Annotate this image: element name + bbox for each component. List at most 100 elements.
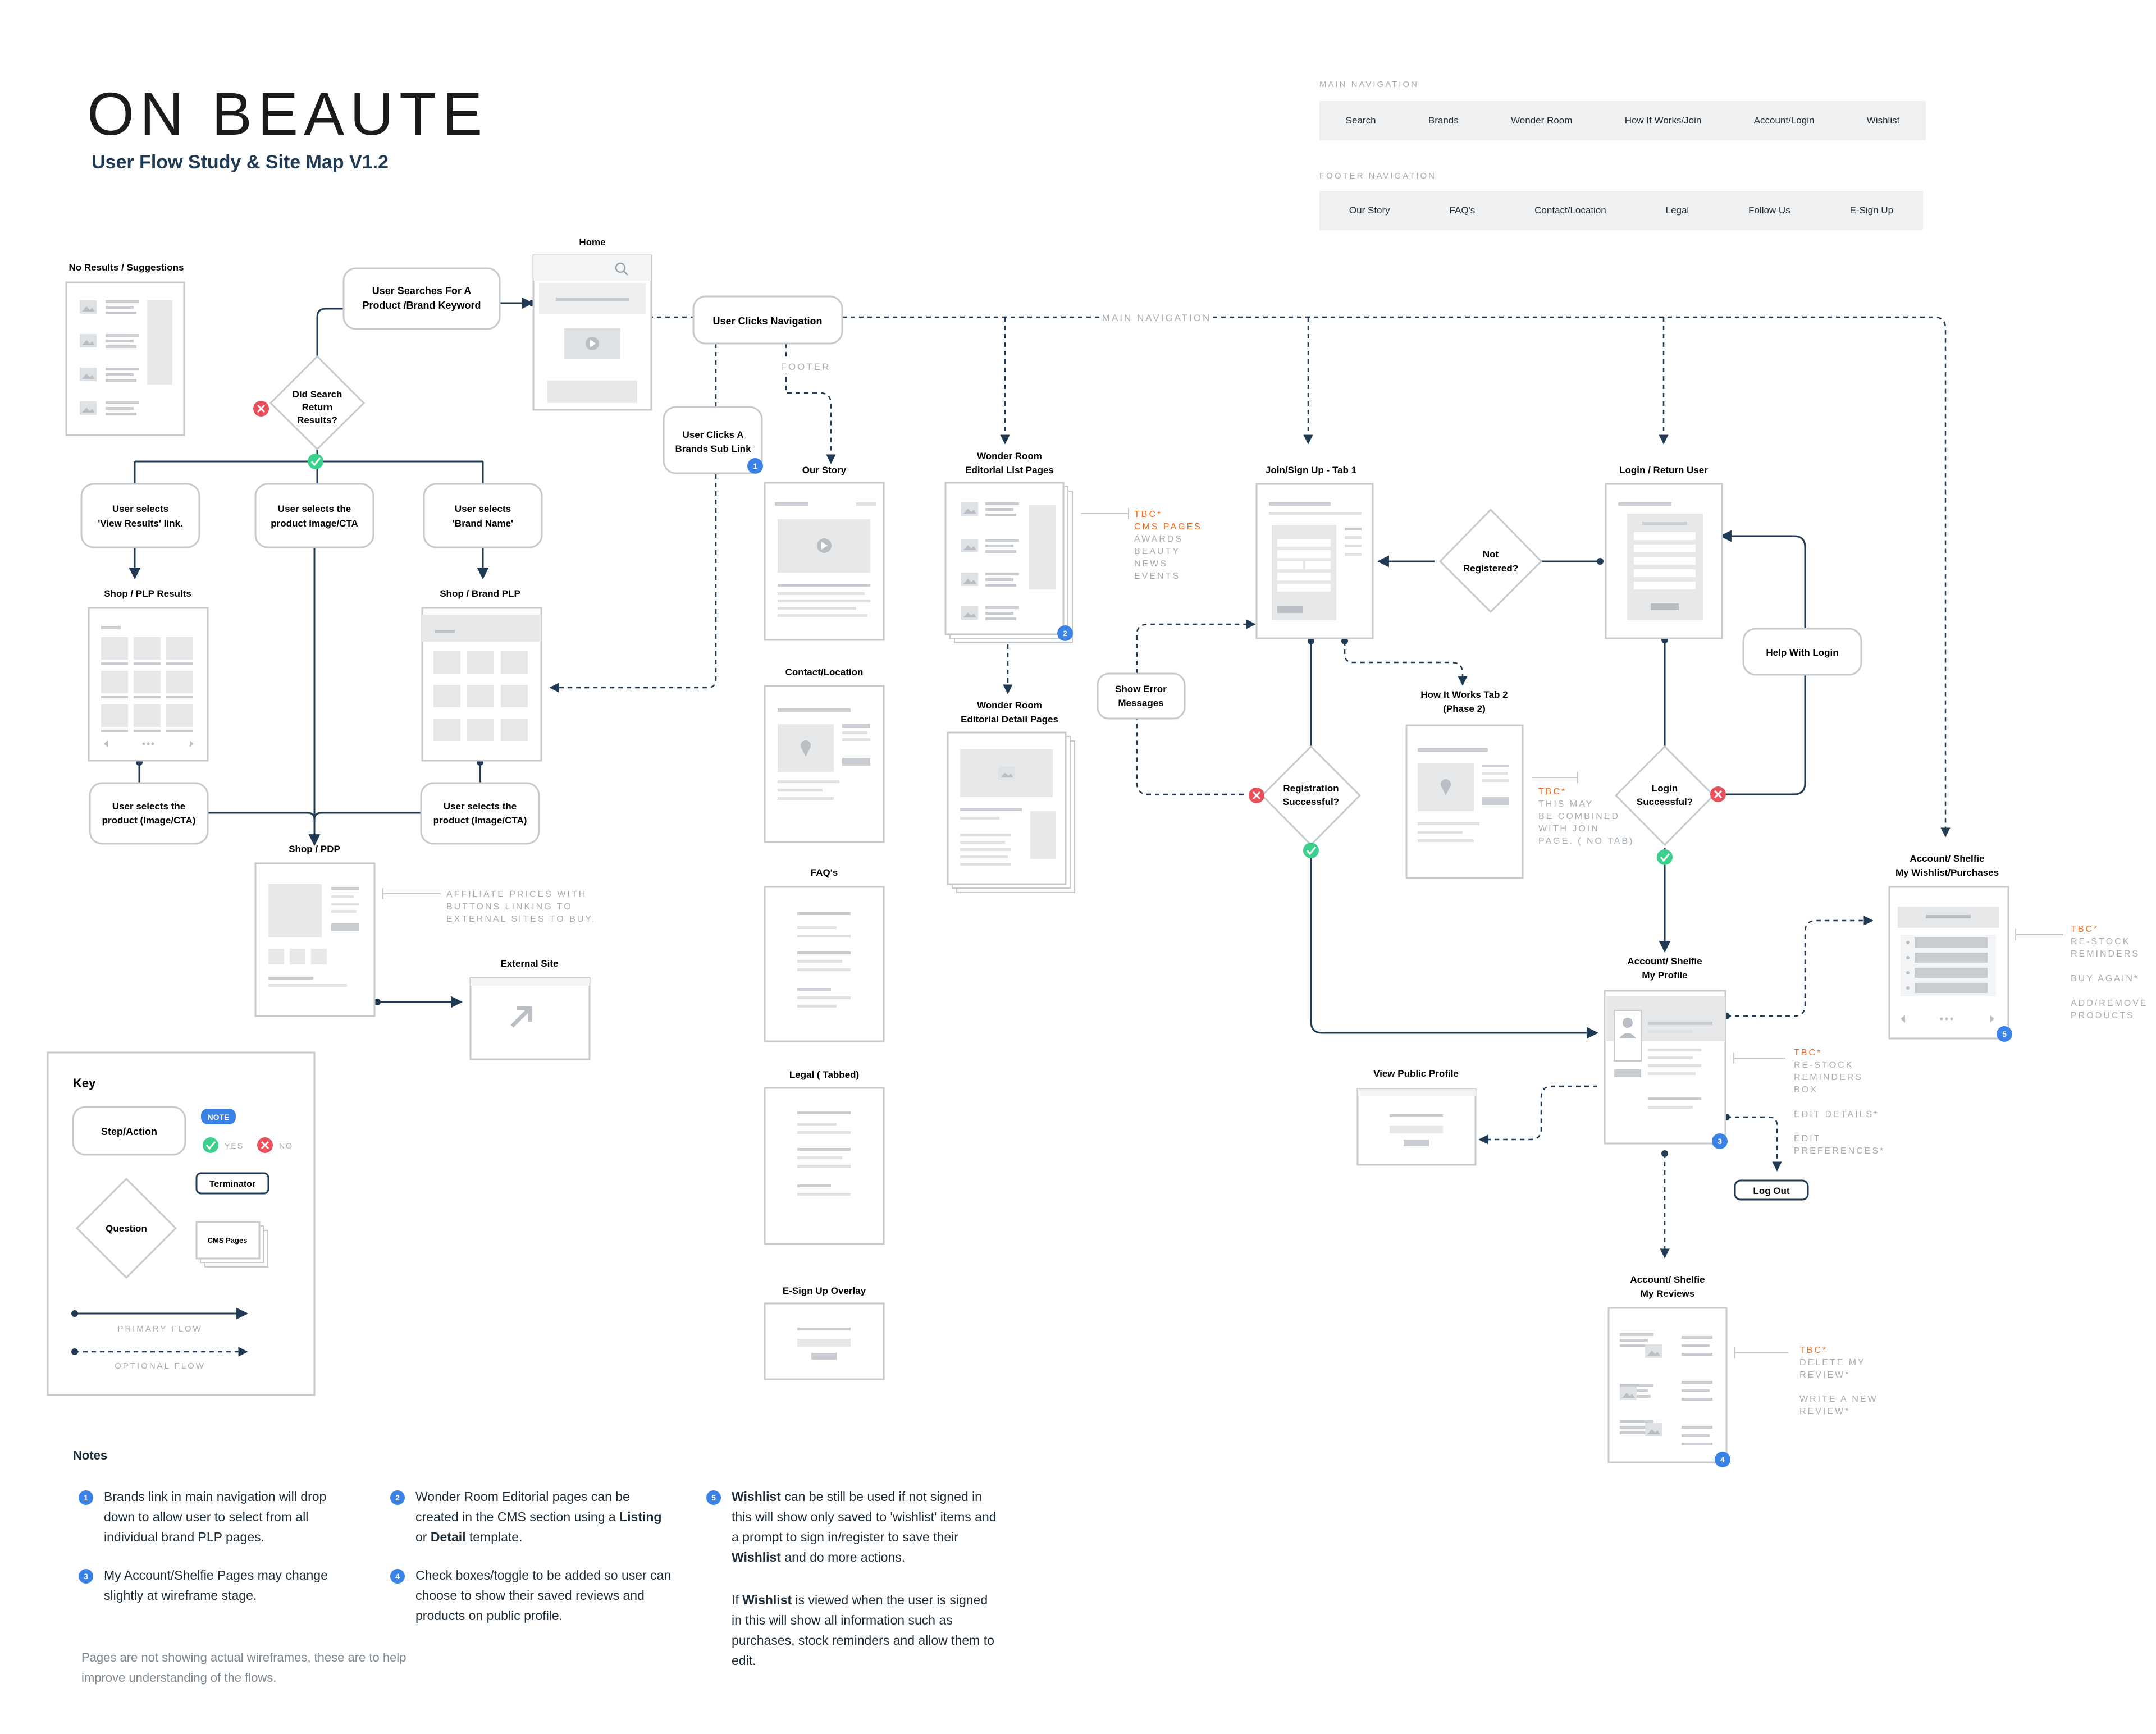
avatar-icon bbox=[1619, 1018, 1636, 1038]
connectors bbox=[129, 297, 1806, 1039]
note-badge: 4 bbox=[390, 1569, 405, 1584]
svg-text:EVENTS: EVENTS bbox=[1134, 571, 1180, 581]
svg-text:Registration: Registration bbox=[1283, 783, 1339, 794]
svg-text:REVIEW*: REVIEW* bbox=[1799, 1370, 1850, 1380]
step-label: User selects the bbox=[444, 801, 517, 812]
svg-text:PRODUCTS: PRODUCTS bbox=[2071, 1011, 2135, 1021]
svg-text:BE COMBINED: BE COMBINED bbox=[1538, 812, 1620, 821]
svg-text:AFFILIATE PRICES WITH: AFFILIATE PRICES WITH bbox=[446, 890, 587, 899]
page-login: Login / Return User bbox=[1605, 465, 1723, 639]
svg-text:RE-STOCK: RE-STOCK bbox=[1794, 1060, 1853, 1070]
key-primary-flow-label: PRIMARY FLOW bbox=[117, 1324, 202, 1334]
step-label: User Clicks A bbox=[683, 429, 744, 440]
step-label: User selects bbox=[455, 504, 511, 514]
flow-label-main-nav: MAIN NAVIGATION bbox=[1102, 313, 1212, 323]
page-label: FAQ's bbox=[811, 867, 838, 878]
svg-text:2: 2 bbox=[1063, 629, 1067, 638]
footnote: Pages are not showing actual wireframes,… bbox=[81, 1650, 406, 1685]
page-shop-brand-plp: Shop / Brand PLP bbox=[421, 588, 542, 762]
page-label: View Public Profile bbox=[1373, 1068, 1459, 1079]
page-wonder-room-detail: Wonder Room Editorial Detail Pages bbox=[947, 700, 1075, 893]
flow-label-footer: FOOTER bbox=[781, 362, 831, 372]
pagination-icon bbox=[104, 740, 194, 747]
question-registration: Registration Successful? bbox=[1260, 745, 1362, 847]
note-badge: 5 bbox=[706, 1490, 721, 1505]
page-how-it-works: How It Works Tab 2 (Phase 2) bbox=[1405, 689, 1524, 879]
step-label: product (Image/CTA) bbox=[102, 815, 196, 826]
step-label: 'Brand Name' bbox=[453, 518, 513, 529]
note-3: My Account/Shelfie Pages may change slig… bbox=[104, 1568, 328, 1603]
page-shop-pdp: Shop / PDP bbox=[254, 844, 376, 1017]
annotation-how-it-works: TBC* THIS MAY BE COMBINED WITH JOIN PAGE… bbox=[1532, 772, 1634, 846]
svg-text:WRITE A NEW: WRITE A NEW bbox=[1799, 1394, 1878, 1404]
question-login: Login Successful? bbox=[1614, 745, 1715, 847]
step-brand-name: User selects 'Brand Name' bbox=[423, 483, 543, 548]
note-2: Wonder Room Editorial pages can be creat… bbox=[415, 1489, 662, 1544]
svg-text:DELETE MY: DELETE MY bbox=[1799, 1358, 1866, 1367]
footer-nav-item: Legal bbox=[1665, 205, 1689, 216]
pagination-icon bbox=[1901, 1015, 1994, 1023]
key-question-label: Question bbox=[106, 1223, 147, 1234]
note-badge: 1 bbox=[79, 1490, 93, 1505]
annotation-wonder-room: TBC* CMS PAGES AWARDS BEAUTY NEWS EVENTS bbox=[1081, 508, 1200, 581]
svg-text:5: 5 bbox=[2002, 1030, 2007, 1038]
svg-text:BEAUTY: BEAUTY bbox=[1134, 547, 1180, 556]
page-esignup: E-Sign Up Overlay bbox=[764, 1285, 885, 1380]
step-label: Product /Brand Keyword bbox=[362, 300, 481, 311]
page-label: Shop / PLP Results bbox=[104, 588, 191, 599]
step-help-login: Help With Login bbox=[1742, 628, 1862, 676]
main-nav-item: Wishlist bbox=[1866, 115, 1900, 126]
svg-text:Successful?: Successful? bbox=[1637, 797, 1693, 807]
terminator-log-out: Log Out bbox=[1734, 1179, 1809, 1201]
yes-icon bbox=[1657, 849, 1673, 865]
step-label: Show Error bbox=[1115, 684, 1167, 694]
svg-text:Return: Return bbox=[302, 402, 333, 413]
step-label: Messages bbox=[1118, 698, 1163, 708]
footer-nav-item: FAQ's bbox=[1449, 205, 1476, 216]
key-panel: Key Step/Action NOTE YES NO Terminator Q… bbox=[47, 1051, 316, 1396]
step-clicks-navigation: User Clicks Navigation bbox=[692, 295, 843, 345]
annotation-wishlist: TBC* RE-STOCK REMINDERS BUY AGAIN* ADD/R… bbox=[2015, 925, 2146, 1021]
svg-text:EDIT: EDIT bbox=[1794, 1134, 1821, 1143]
svg-text:PAGE. ( NO TAB): PAGE. ( NO TAB) bbox=[1538, 836, 1634, 846]
step-label: User selects the bbox=[112, 801, 185, 812]
note-badge: 5 bbox=[1997, 1026, 2012, 1042]
location-pin-icon bbox=[801, 740, 811, 757]
svg-text:AWARDS: AWARDS bbox=[1134, 534, 1183, 544]
no-icon bbox=[1710, 786, 1726, 802]
question-search-results: Did Search Return Results? bbox=[269, 355, 366, 451]
page-my-reviews: Account/ Shelfie My Reviews bbox=[1607, 1274, 1728, 1463]
step-label: Help With Login bbox=[1766, 647, 1838, 658]
main-nav-bar: Search Brands Wonder Room How It Works/J… bbox=[1319, 101, 1926, 140]
step-label: User Searches For A bbox=[372, 285, 471, 296]
note-badge: 3 bbox=[1712, 1133, 1728, 1149]
page-label: Contact/Location bbox=[785, 667, 864, 678]
key-step-label: Step/Action bbox=[101, 1126, 157, 1137]
note-badge: 2 bbox=[390, 1490, 405, 1505]
svg-text:Did Search: Did Search bbox=[293, 389, 342, 400]
page-label: My Wishlist/Purchases bbox=[1895, 867, 1999, 878]
step-label: product (Image/CTA) bbox=[433, 815, 527, 826]
page-label: Shop / PDP bbox=[289, 844, 340, 854]
brand-logo: ON BEAUTE bbox=[87, 80, 488, 148]
key-yes-label: YES bbox=[225, 1141, 244, 1150]
svg-text:TBC*: TBC* bbox=[1799, 1346, 1828, 1355]
key-terminator-label: Terminator bbox=[209, 1179, 255, 1189]
step-show-error: Show Error Messages bbox=[1097, 672, 1186, 720]
yes-icon bbox=[1303, 843, 1319, 858]
annotation-profile: TBC* RE-STOCK REMINDERS BOX EDIT DETAILS… bbox=[1733, 1048, 1883, 1156]
key-optional-flow-label: OPTIONAL FLOW bbox=[115, 1361, 205, 1371]
svg-text:REMINDERS: REMINDERS bbox=[2071, 949, 2140, 959]
page-home: Home bbox=[532, 237, 652, 411]
page-faqs: FAQ's bbox=[764, 867, 885, 1042]
step-brands-sub-link: User Clicks A Brands Sub Link bbox=[663, 406, 763, 474]
external-arrow-icon bbox=[510, 1006, 532, 1028]
page-label: No Results / Suggestions bbox=[69, 262, 184, 273]
step-view-results: User selects 'View Results' link. bbox=[80, 483, 200, 548]
svg-text:3: 3 bbox=[1718, 1137, 1722, 1146]
page-label: Account/ Shelfie bbox=[1910, 853, 1984, 864]
page-public-profile: View Public Profile bbox=[1356, 1068, 1477, 1166]
note-5-extended: If Wishlist is viewed when the user is s… bbox=[732, 1593, 994, 1668]
step-select-product-left: User selects the product (Image/CTA) bbox=[89, 782, 209, 845]
